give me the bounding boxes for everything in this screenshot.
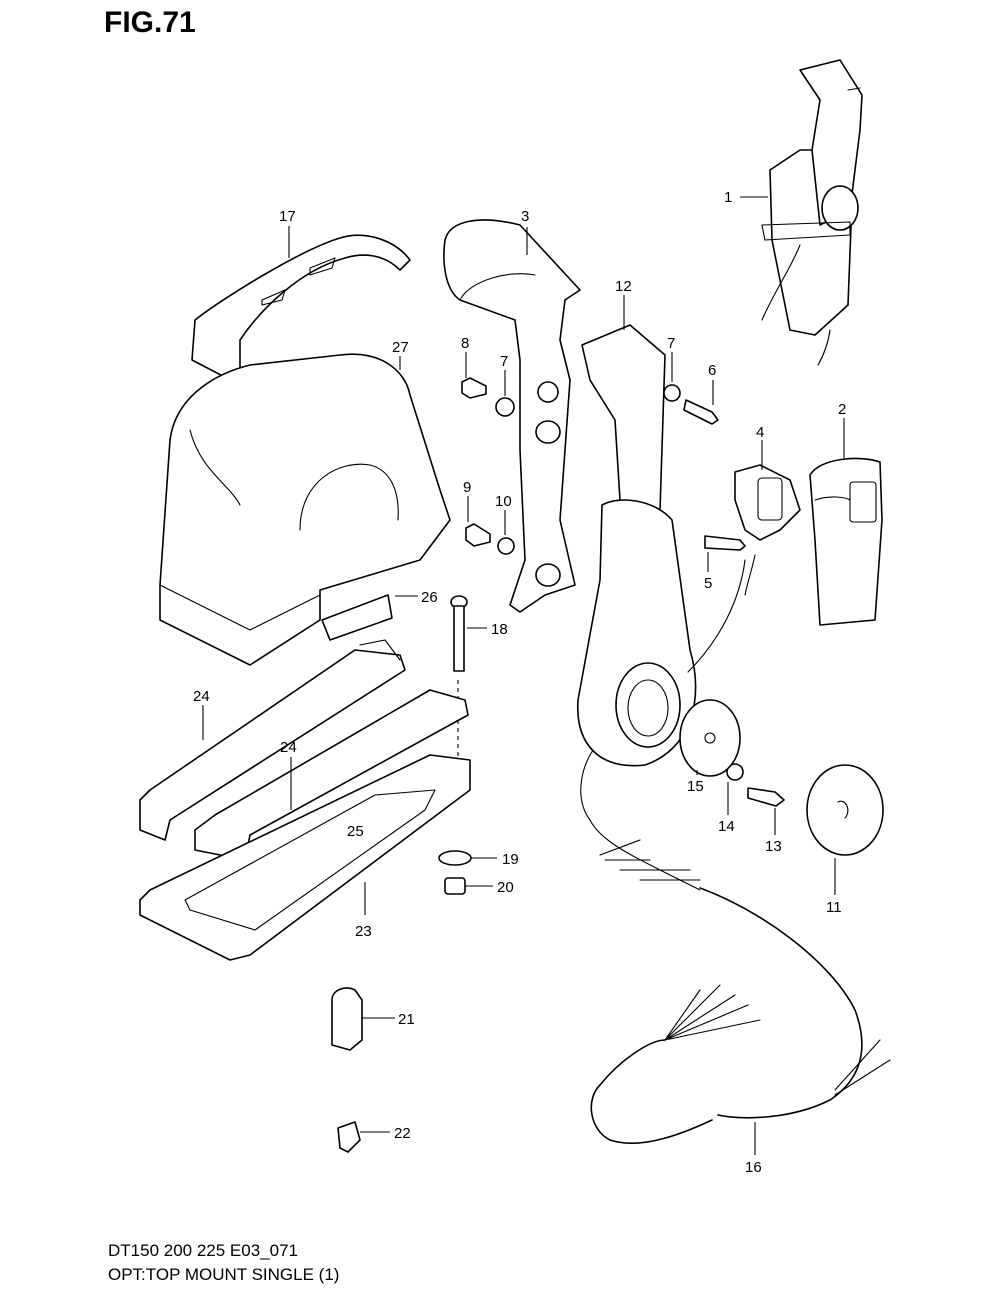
- callout-7a: 7: [667, 335, 675, 352]
- part-6-screw: [683, 380, 719, 425]
- figure-code: DT150 200 225 E03_071: [108, 1241, 298, 1260]
- callout-18: 18: [491, 621, 508, 638]
- part-20-nut: [444, 877, 493, 895]
- part-4-switch: [734, 440, 801, 596]
- callout-11: 11: [826, 899, 842, 916]
- callout-25: 25: [347, 823, 364, 840]
- part-11-cap: [806, 764, 884, 895]
- callout-1: 1: [724, 189, 732, 206]
- callout-3: 3: [521, 208, 529, 225]
- callout-16: 16: [745, 1159, 762, 1176]
- callout-24a: 24: [193, 688, 210, 705]
- part-24-bracket-upper: [139, 639, 406, 841]
- callout-8: 8: [461, 335, 469, 352]
- part-7-lock-washer-right: [663, 352, 681, 402]
- part-17-cover-top: [191, 226, 411, 386]
- callout-6: 6: [708, 362, 716, 379]
- callout-17: 17: [279, 208, 296, 225]
- callout-19: 19: [502, 851, 519, 868]
- part-1-remote-control: [740, 59, 863, 366]
- part-16-wiring-harness: [589, 819, 891, 1155]
- callout-10: 10: [495, 493, 512, 510]
- part-8-bolt: [461, 352, 487, 399]
- callout-5: 5: [704, 575, 712, 592]
- callout-labels: 1 2 3 4 5 6 7 7 8 9 10 11 12 13 14 15 16…: [193, 189, 846, 1176]
- part-7-lock-washer-left: [495, 370, 515, 417]
- callout-21: 21: [398, 1011, 415, 1028]
- callout-22: 22: [394, 1125, 411, 1142]
- part-5-screw: [704, 535, 746, 572]
- part-22-clip: [337, 1121, 390, 1153]
- callout-9: 9: [463, 479, 471, 496]
- figure-title: FIG.71: [104, 6, 196, 39]
- part-15-plate: [679, 699, 741, 777]
- callout-4: 4: [756, 424, 764, 441]
- callout-23: 23: [355, 923, 372, 940]
- callout-24b: 24: [280, 739, 297, 756]
- part-24-bracket-lower: [194, 689, 469, 861]
- part-14-lock-washer: [726, 763, 744, 815]
- part-27-housing-cover: [159, 353, 451, 666]
- figure-subtitle: OPT:TOP MOUNT SINGLE (1): [108, 1265, 340, 1284]
- callout-2: 2: [838, 401, 846, 418]
- callout-27: 27: [392, 339, 409, 356]
- part-3-lever-arm: [443, 219, 581, 613]
- part-12-lever-bracket: [577, 295, 746, 821]
- part-9-bolt: [465, 496, 491, 547]
- part-19-washer: [438, 850, 497, 866]
- callout-26: 26: [421, 589, 438, 606]
- callout-7b: 7: [500, 353, 508, 370]
- callout-15: 15: [687, 778, 704, 795]
- part-26-cover-plate: [321, 594, 418, 641]
- part-23-base-plate: [139, 754, 471, 961]
- callout-14: 14: [718, 818, 735, 835]
- part-21-cable-end: [331, 987, 395, 1051]
- callout-20: 20: [497, 879, 514, 896]
- part-13-screw: [747, 787, 785, 835]
- part-2-lever-grip: [809, 418, 883, 626]
- callout-13: 13: [765, 838, 782, 855]
- part-10-washer: [497, 510, 515, 555]
- callout-12: 12: [615, 278, 632, 295]
